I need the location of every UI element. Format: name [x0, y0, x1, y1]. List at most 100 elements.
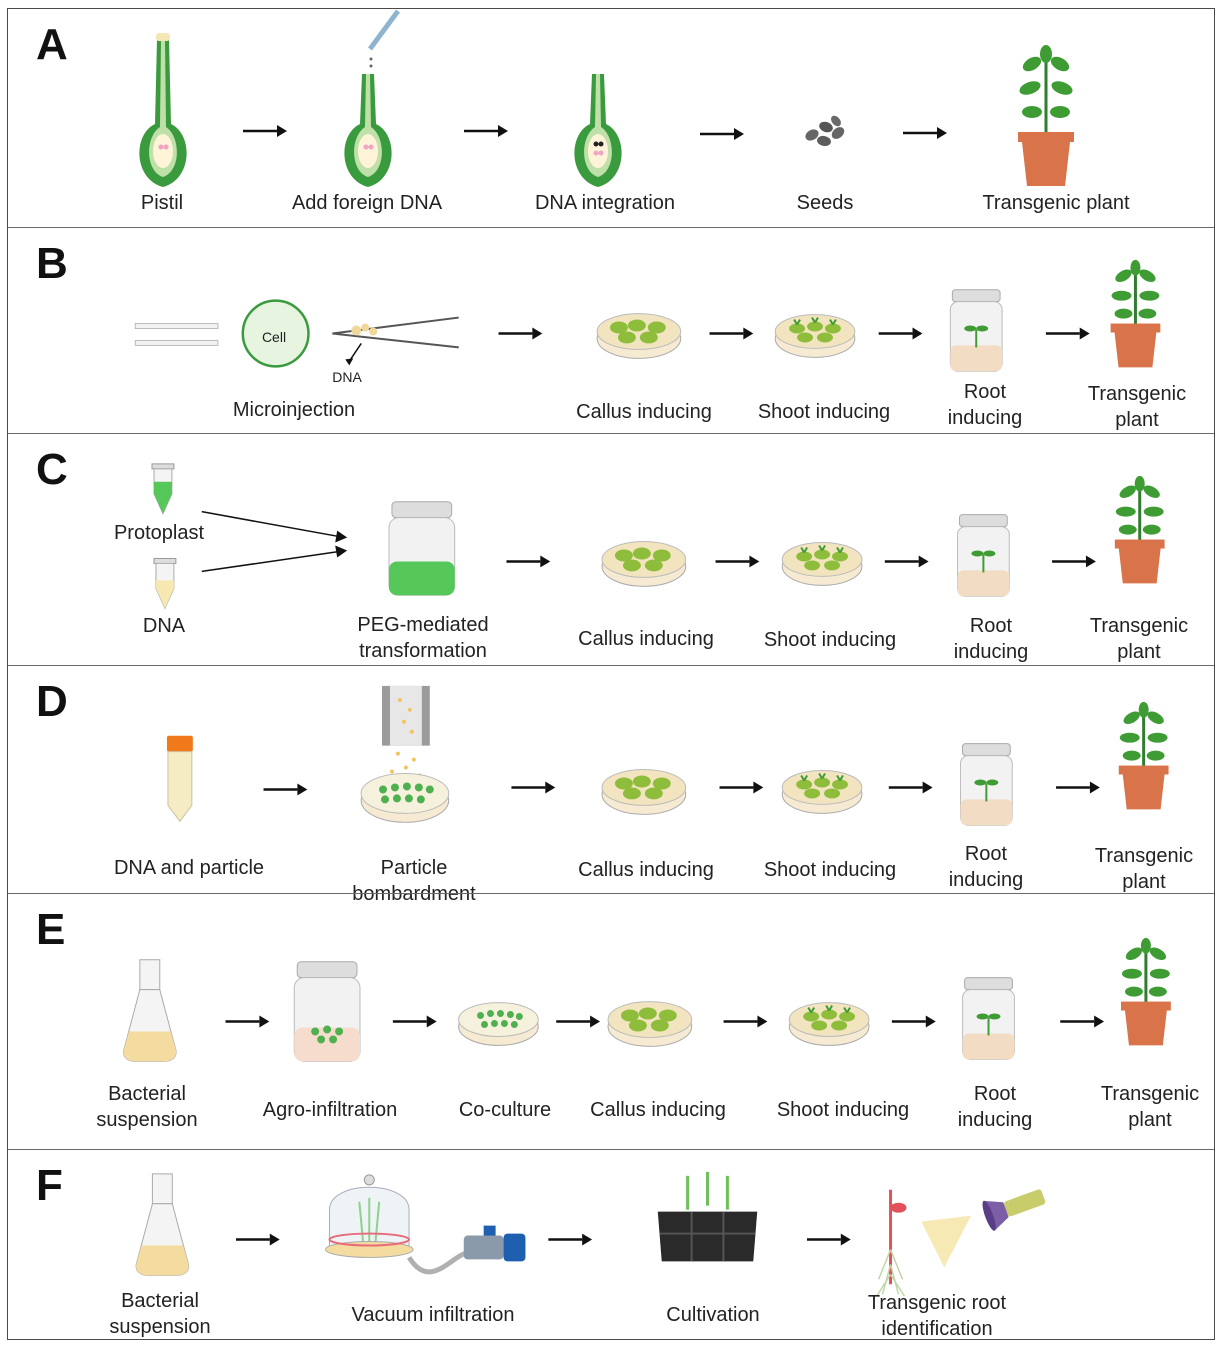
vacuum-pump-icon — [463, 1225, 526, 1262]
panel-a-art — [139, 9, 1074, 187]
label-transgenic-plant: Transgenic plant — [1089, 615, 1189, 663]
panel-letter: C — [36, 445, 68, 494]
label-shoot-inducing: Shoot inducing — [757, 401, 891, 423]
cell-label: Cell — [261, 329, 287, 345]
root-jar-icon — [962, 977, 1015, 1060]
arrow-icon — [511, 781, 556, 794]
shoot-dish-icon — [788, 1002, 870, 1046]
shoot-dish-icon — [781, 770, 863, 814]
panel-c: C — [8, 433, 1214, 665]
label-transgenic-root-identification: Transgenic root identification — [867, 1292, 1007, 1340]
shoot-dish-icon — [774, 314, 856, 358]
panel-d-art — [166, 685, 1169, 826]
arrow-icon — [1060, 1015, 1105, 1028]
arrow-icon — [709, 327, 754, 340]
callus-dish-icon — [601, 541, 687, 587]
arrow-icon — [891, 1015, 936, 1028]
bombardment-dish-icon — [360, 773, 450, 823]
label-bacterial-suspension: Bacterial suspension — [96, 1083, 198, 1131]
label-transgenic-plant: Transgenic plant — [1094, 845, 1194, 893]
label-cultivation: Cultivation — [666, 1304, 760, 1326]
label-transgenic-plant: Transgenic plant — [1087, 383, 1187, 431]
panel-d: D — [8, 665, 1214, 905]
potted-plant-icon — [1110, 259, 1161, 368]
label-dna-integration: DNA integration — [534, 192, 676, 214]
arrow-icon — [243, 125, 287, 137]
potted-plant-icon — [1118, 701, 1169, 810]
transgenic-root-icon — [875, 1189, 907, 1297]
arrow-icon — [903, 127, 947, 139]
panel-letter: F — [36, 1161, 63, 1210]
panel-letter: E — [36, 905, 66, 954]
arrow-icon — [201, 510, 348, 543]
shoot-dish-icon — [781, 542, 863, 586]
label-vacuum-infiltration: Vacuum infiltration — [351, 1304, 515, 1326]
arrow-icon — [201, 545, 348, 573]
panel-c-art — [151, 463, 1165, 610]
protoplast-tube-icon — [151, 463, 175, 515]
panel-f-art — [135, 1171, 1046, 1297]
label-shoot-inducing: Shoot inducing — [776, 1099, 910, 1121]
root-jar-icon — [959, 743, 1013, 826]
label-callus-inducing: Callus inducing — [578, 628, 714, 650]
arrow-icon — [715, 555, 760, 568]
vacuum-chamber-icon — [325, 1174, 414, 1258]
falcon-tube-icon — [166, 735, 193, 823]
agro-jar-icon — [293, 961, 361, 1062]
arrow-icon — [884, 555, 929, 568]
label-transgenic-plant: Transgenic plant — [982, 192, 1130, 214]
callus-dish-icon — [601, 769, 687, 815]
label-root-inducing: Root inducing — [947, 381, 1023, 429]
panel-b: B — [8, 227, 1214, 433]
arrow-icon — [392, 1015, 437, 1028]
label-root-inducing: Root inducing — [953, 615, 1029, 663]
label-shoot-inducing: Shoot inducing — [763, 629, 897, 651]
peg-jar-icon — [388, 501, 456, 596]
arrow-icon — [723, 1015, 768, 1028]
arrow-icon — [1045, 327, 1090, 340]
panel-e-art — [123, 937, 1171, 1062]
potted-plant-icon — [1121, 937, 1171, 1046]
panel-letter: A — [36, 20, 68, 69]
arrow-icon — [806, 1233, 851, 1246]
gene-gun-icon — [382, 685, 430, 778]
label-dna-and-particle: DNA and particle — [113, 857, 265, 879]
arrow-icon — [556, 1015, 601, 1028]
label-callus-inducing: Callus inducing — [578, 859, 714, 881]
label-protoplast: Protoplast — [113, 522, 205, 544]
panel-e: E — [8, 893, 1214, 1149]
pistil-dna-icon — [344, 9, 401, 187]
pistil-icon — [139, 33, 187, 187]
label-particle-bombardment: Particle bombardment — [352, 857, 476, 905]
seedling-tray-icon — [657, 1171, 758, 1262]
label-root-inducing: Root inducing — [948, 843, 1024, 891]
label-callus-inducing: Callus inducing — [576, 401, 712, 423]
dna-tube-icon — [153, 557, 177, 610]
root-jar-icon — [949, 289, 1003, 372]
panel-a: A — [8, 9, 1214, 227]
flask-icon — [123, 959, 177, 1062]
label-root-inducing: Root inducing — [957, 1083, 1033, 1131]
potted-plant-icon — [1114, 475, 1165, 584]
arrow-icon — [1056, 781, 1100, 794]
seeds-icon — [805, 115, 845, 147]
label-dna: DNA — [142, 615, 186, 637]
arrow-icon — [464, 125, 508, 137]
dna-label: DNA — [332, 369, 362, 385]
callus-dish-icon — [596, 313, 682, 359]
flashlight-icon — [982, 1189, 1046, 1231]
label-co-culture: Co-culture — [458, 1099, 552, 1121]
root-jar-icon — [957, 514, 1010, 597]
light-beam-icon — [921, 1215, 972, 1268]
arrow-icon — [225, 1015, 270, 1028]
arrow-icon — [498, 327, 543, 340]
label-bacterial-suspension: Bacterial suspension — [109, 1290, 211, 1338]
figure: A — [7, 8, 1215, 1340]
cell-icon — [241, 299, 310, 368]
panel-letter: D — [36, 677, 68, 726]
callus-dish-icon — [607, 1001, 693, 1047]
label-peg-mediated-transformation: PEG-mediated transformation — [357, 614, 489, 662]
label-add-foreign-dna: Add foreign DNA — [291, 192, 443, 214]
arrow-icon — [1052, 555, 1096, 568]
arrow-icon — [235, 1233, 280, 1246]
